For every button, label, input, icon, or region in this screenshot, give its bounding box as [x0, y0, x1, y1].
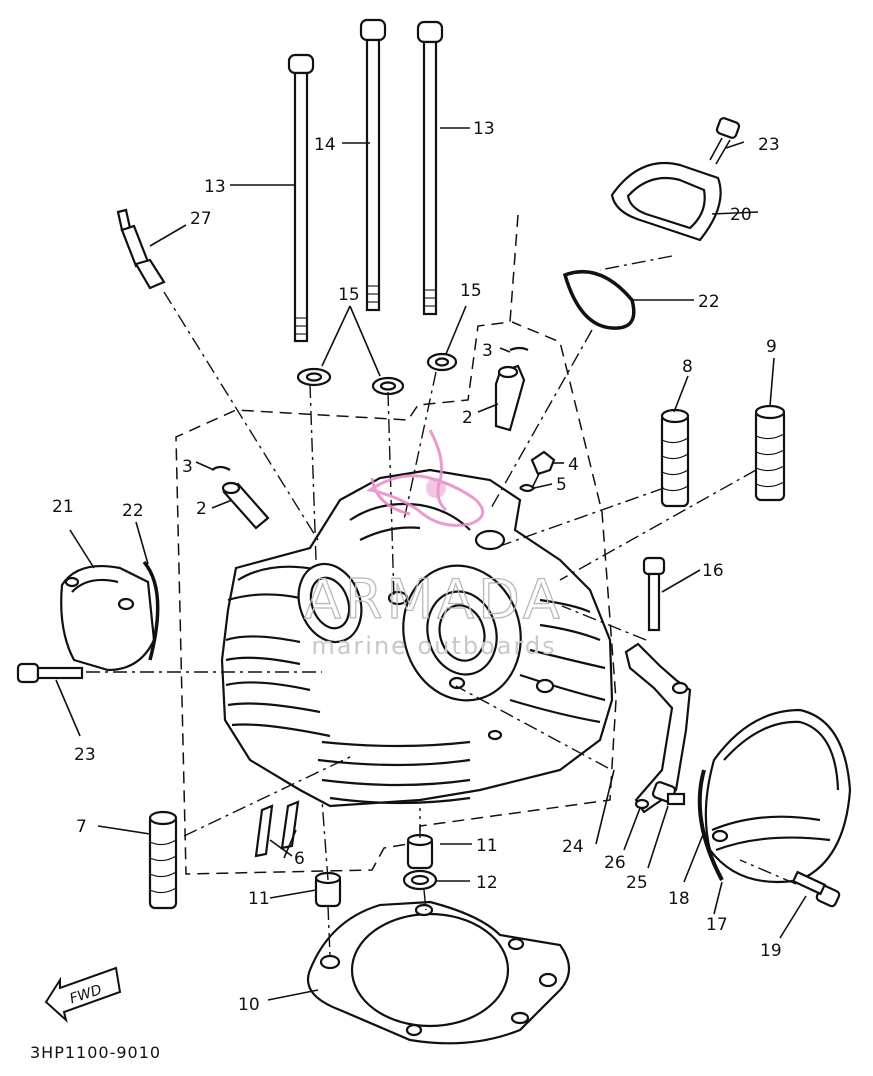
bolt-23-top: [709, 117, 741, 165]
cam-cover-18: [697, 708, 852, 884]
bolt-23-left: [16, 662, 84, 684]
callout-23-left: 23: [74, 745, 96, 765]
callout-17: 17: [706, 915, 728, 935]
callout-25: 25: [626, 873, 648, 893]
callout-10: 10: [238, 995, 260, 1015]
seal-12: [402, 869, 438, 891]
o-ring-22-top: [562, 270, 636, 330]
callout-19: 19: [760, 941, 782, 961]
callout-15-left: 15: [338, 285, 360, 305]
leader-lines: [55, 127, 807, 1001]
bolt-19: [791, 870, 841, 908]
callout-14: 14: [314, 135, 336, 155]
callout-5: 5: [556, 475, 567, 495]
callout-8: 8: [682, 357, 693, 377]
callout-3-top: 3: [482, 341, 493, 361]
callout-22-left: 22: [122, 501, 144, 521]
diagram-code: 3HP1100-9010: [30, 1043, 161, 1062]
thermostat-cover: [610, 161, 722, 242]
side-cover-21: [60, 560, 160, 672]
stud-bolt-right: [416, 20, 444, 316]
small-bolt-and-clip: [519, 450, 556, 493]
callout-13-right: 13: [473, 119, 495, 139]
gasket-26: [624, 642, 692, 814]
stud-bolt-center: [359, 18, 387, 312]
threaded-cap-8: [660, 408, 690, 508]
stud-bolt-left: [287, 53, 315, 343]
callout-2-top: 2: [462, 408, 473, 428]
callout-16: 16: [702, 561, 724, 581]
callout-11-left: 11: [248, 889, 270, 909]
callout-6: 6: [294, 849, 305, 869]
watermark-brand: ARMADA: [304, 568, 564, 631]
callout-27: 27: [190, 209, 212, 229]
valve-guides: [211, 346, 529, 530]
callout-7: 7: [76, 817, 87, 837]
callout-18: 18: [668, 889, 690, 909]
alignment-lines: [86, 255, 797, 957]
callout-22-top: 22: [698, 292, 720, 312]
callout-labels: 13 14 13 27 15 15 23 20 22 8 9 3 2 4 5 3…: [52, 119, 782, 1015]
callout-21: 21: [52, 497, 74, 517]
cylinder-head: [220, 468, 614, 808]
threaded-cap-7: [148, 810, 178, 910]
bolt-16: [642, 556, 666, 632]
spark-plug: [116, 208, 166, 290]
callout-11-right: 11: [476, 836, 498, 856]
callout-24: 24: [562, 837, 584, 857]
threaded-cap-9: [754, 404, 786, 502]
callout-13-left: 13: [204, 177, 226, 197]
armada-logo-icon: [366, 429, 485, 527]
callout-2-left: 2: [196, 499, 207, 519]
callout-26: 26: [604, 853, 626, 873]
callout-23-top: 23: [758, 135, 780, 155]
callout-12: 12: [476, 873, 498, 893]
fwd-arrow-icon: FWD: [44, 966, 122, 1023]
callout-20: 20: [730, 205, 752, 225]
watermark-tagline: marine outboards: [311, 632, 556, 660]
callout-9: 9: [766, 337, 777, 357]
callout-4: 4: [568, 455, 579, 475]
head-gasket-10: [307, 900, 571, 1045]
assembly-dashed-outline: [175, 214, 617, 875]
washers: [296, 352, 458, 396]
bolt-25: [651, 781, 686, 806]
callout-15-right: 15: [460, 281, 482, 301]
short-studs: [254, 800, 300, 858]
callout-3-left: 3: [182, 457, 193, 477]
